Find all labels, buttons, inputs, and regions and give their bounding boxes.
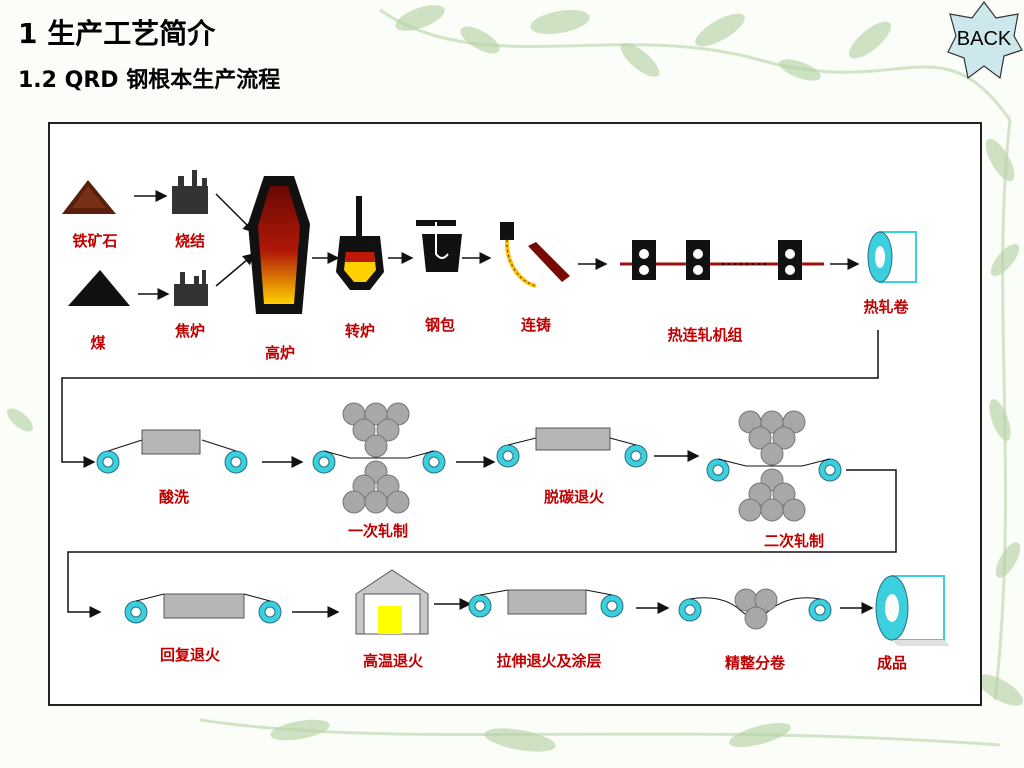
label-iron-ore: 铁矿石 — [72, 232, 118, 250]
back-button-label: BACK — [956, 28, 1012, 50]
stretch-annealing-coating-line-icon — [468, 589, 624, 618]
pickling-line-icon — [96, 429, 248, 474]
page-subtitle: 1.2 QRD 钢根本生产流程 — [18, 68, 281, 93]
finishing-slitting-line-icon — [678, 588, 832, 630]
back-button-shape — [947, 0, 1023, 80]
label-stretch-annealing-coating: 拉伸退火及涂层 — [496, 652, 602, 670]
recovery-annealing-line-icon — [124, 593, 282, 624]
back-button[interactable]: BACK — [944, 0, 1024, 80]
label-converter: 转炉 — [344, 322, 375, 340]
flow-graphics — [61, 170, 950, 646]
decarburizing-annealing-line-icon — [496, 427, 648, 468]
high-temperature-annealing-furnace-icon — [355, 569, 429, 635]
label-hot-coil: 热轧卷 — [863, 298, 909, 316]
finished-coil-icon — [875, 575, 950, 646]
label-second-rolling: 二次轧制 — [763, 532, 824, 550]
label-high-temp-annealing: 高温退火 — [362, 652, 423, 670]
label-finishing-slitting: 精整分卷 — [724, 654, 785, 672]
label-pickling: 酸洗 — [158, 488, 189, 506]
label-finished-product: 成品 — [876, 654, 907, 672]
second-rolling-mill-icon — [706, 410, 842, 522]
label-sintering: 烧结 — [174, 232, 205, 250]
sintering-plant-icon — [172, 170, 208, 214]
blast-furnace-icon — [248, 176, 310, 314]
label-hot-rolling-mill: 热连轧机组 — [667, 326, 743, 344]
label-coke-oven: 焦炉 — [174, 322, 205, 340]
coal-icon — [68, 270, 130, 306]
label-recovery-annealing: 回复退火 — [159, 646, 220, 664]
label-decarb-annealing: 脱碳退火 — [543, 488, 604, 506]
first-rolling-mill-icon — [312, 402, 446, 514]
label-blast-furnace: 高炉 — [264, 344, 295, 362]
label-ladle: 钢包 — [424, 316, 455, 334]
iron-ore-icon — [62, 180, 116, 214]
label-continuous-casting: 连铸 — [520, 316, 551, 334]
page-title: 1 生产工艺简介 — [18, 17, 216, 50]
label-coal: 煤 — [90, 334, 106, 352]
continuous-caster-icon — [500, 222, 570, 288]
hot-rolling-mill-icon — [620, 240, 824, 280]
ladle-icon — [416, 220, 462, 272]
production-flow-diagram: 铁矿石 烧结 煤 焦炉 高炉 转炉 钢包 连铸 热连轧机组 热轧卷 酸洗 一次轧… — [48, 122, 982, 706]
hot-coil-icon — [867, 231, 917, 283]
coke-oven-icon — [174, 270, 208, 306]
converter-icon — [336, 196, 384, 290]
label-first-rolling: 一次轧制 — [347, 522, 408, 540]
